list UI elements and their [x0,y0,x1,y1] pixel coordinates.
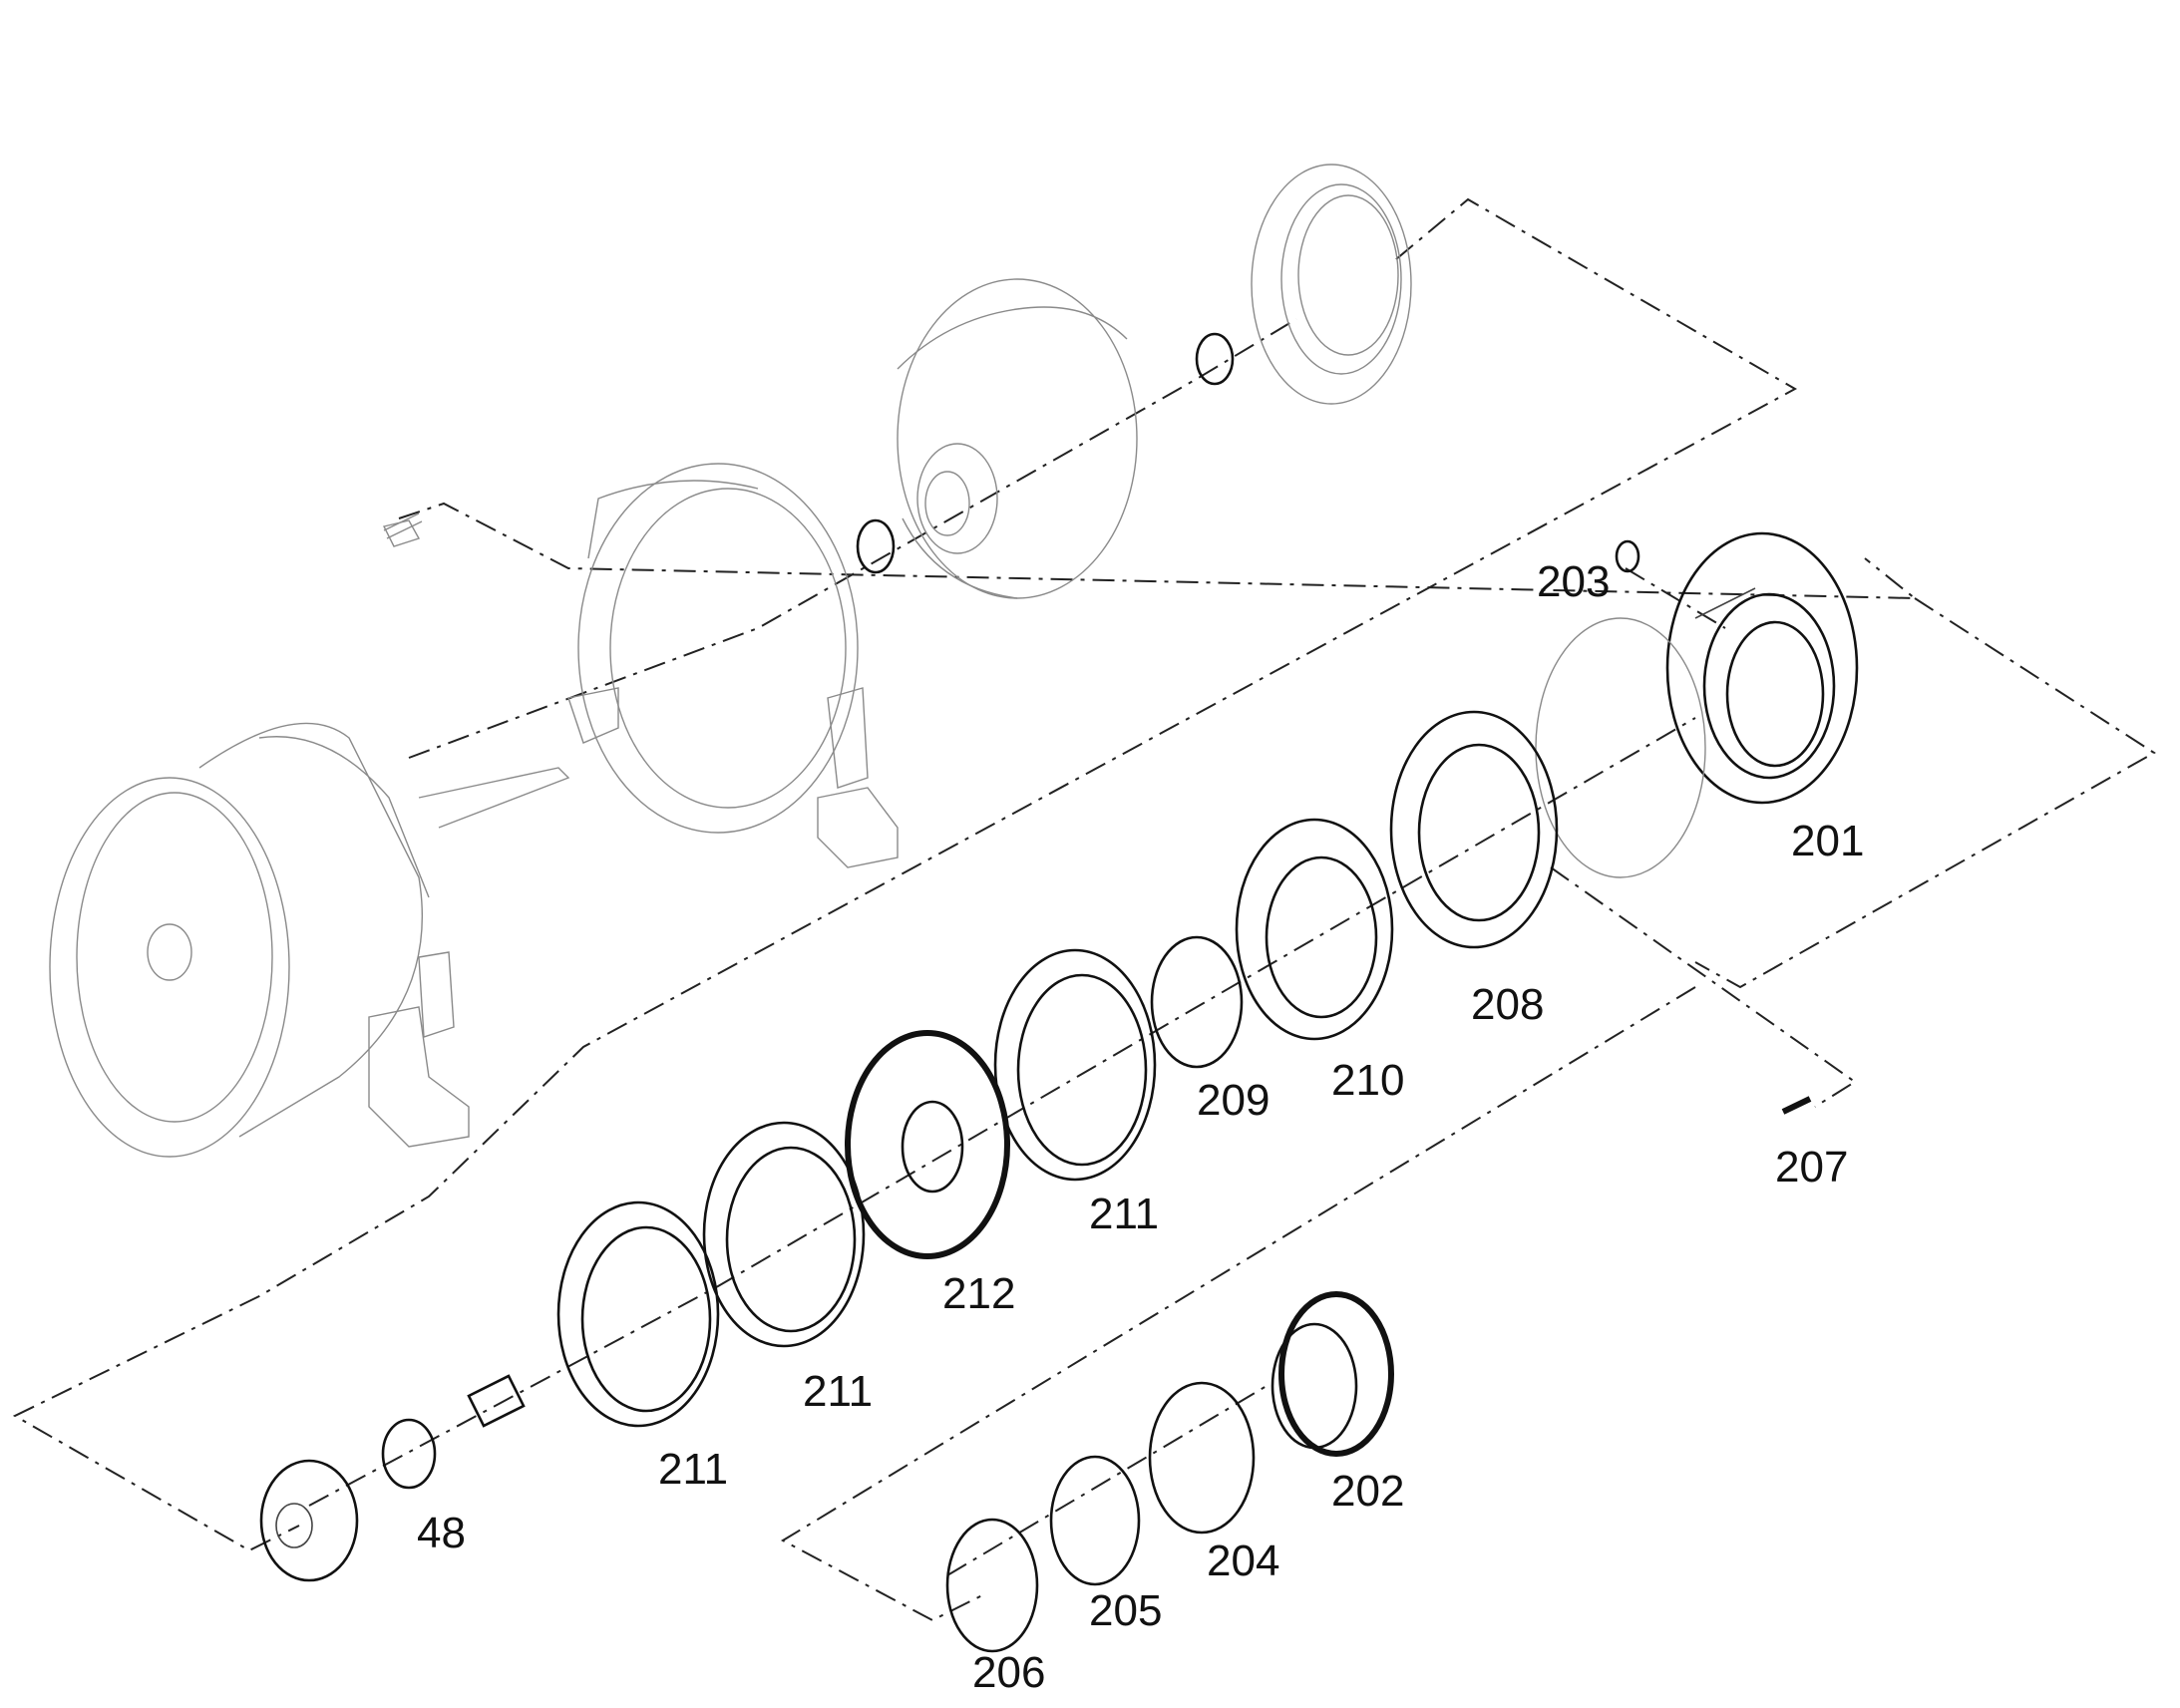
cap-screw [383,512,423,539]
callout-210: 210 [1331,1056,1404,1105]
part-205-seal [1049,1455,1141,1586]
callout-48: 48 [417,1509,466,1557]
callout-labels: 201 202 203 204 205 206 207 208 209 210 … [417,557,1864,1697]
part-211-outer-disc-2 [702,1121,866,1348]
callout-207: 207 [1775,1143,1848,1192]
adapter-flange [382,463,899,868]
callout-209: 209 [1197,1076,1270,1125]
callout-204: 204 [1207,1537,1279,1585]
part-212-friction-disc [845,1030,1010,1259]
part-210-piston [1235,818,1394,1041]
callout-211-c: 211 [658,1445,728,1494]
part-207-plug [1781,1096,1812,1115]
callout-212: 212 [942,1269,1015,1318]
part-202-bearing-housing [1271,1291,1394,1457]
assembly-guide-lines [12,197,2156,1622]
part-48-o-ring [381,1418,437,1490]
part-208-spring-plate [1389,710,1559,949]
callout-203: 203 [1537,557,1610,606]
planetary-drum [897,278,1138,599]
callout-211-a: 211 [1089,1190,1159,1238]
part-206-seal [945,1518,1039,1653]
part-211-outer-disc-1 [993,948,1157,1182]
gasket [1535,617,1706,878]
callout-208: 208 [1471,980,1544,1029]
part-201-cover [1665,531,1859,805]
callout-201: 201 [1791,817,1864,865]
callout-211-b: 211 [803,1367,873,1416]
planet-carrier [259,1459,359,1582]
part-211-outer-disc-3 [556,1200,720,1428]
gearbox-housing [49,722,570,1158]
ring-gear [1251,164,1412,405]
callout-205: 205 [1089,1586,1162,1635]
part-209-snap-ring [1150,935,1244,1069]
seal-rings-upper [856,332,1235,574]
callout-206: 206 [972,1648,1045,1697]
callout-202: 202 [1331,1467,1404,1516]
part-203-o-ring [1615,539,1640,573]
part-204-seal [1148,1381,1256,1535]
sun-gear-shaft [467,1374,526,1428]
